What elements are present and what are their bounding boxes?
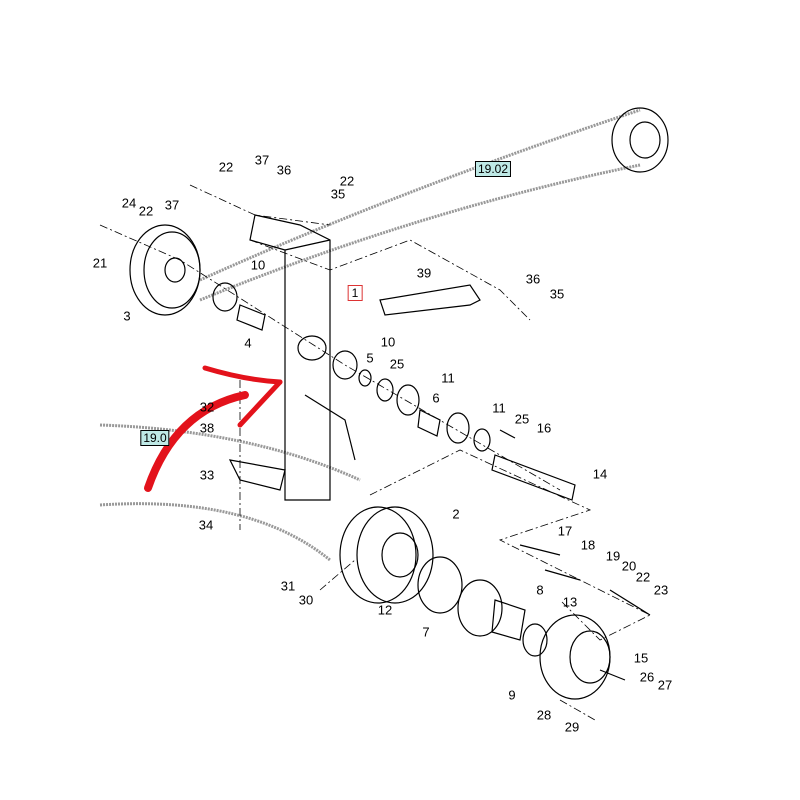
callout-9[interactable]: 9 — [508, 687, 516, 703]
callout-36[interactable]: 36 — [276, 162, 292, 178]
callout-33[interactable]: 33 — [199, 467, 215, 483]
callout-37[interactable]: 37 — [254, 152, 270, 168]
callout-32[interactable]: 32 — [199, 399, 215, 415]
callout-28[interactable]: 28 — [536, 707, 552, 723]
far-pulley — [611, 107, 669, 173]
hub-9 — [539, 614, 611, 700]
callout-14[interactable]: 14 — [592, 466, 608, 482]
frame-column — [249, 214, 331, 501]
callout-3[interactable]: 3 — [123, 308, 131, 324]
callout-25[interactable]: 25 — [514, 411, 530, 427]
reference-label-19-02[interactable]: 19.02 — [474, 161, 512, 177]
shaft-14 — [491, 454, 576, 501]
callout-27[interactable]: 27 — [657, 677, 673, 693]
main-part-label[interactable]: 1 — [347, 285, 363, 301]
callout-22[interactable]: 22 — [339, 173, 355, 189]
callout-34[interactable]: 34 — [198, 517, 214, 533]
callout-12[interactable]: 12 — [377, 602, 393, 618]
highlight-arrow — [144, 365, 283, 492]
callout-29[interactable]: 29 — [564, 719, 580, 735]
callout-22[interactable]: 22 — [138, 203, 154, 219]
callout-30[interactable]: 30 — [298, 592, 314, 608]
callout-10[interactable]: 10 — [380, 334, 396, 350]
callout-10[interactable]: 10 — [250, 257, 266, 273]
callout-11[interactable]: 11 — [441, 370, 455, 386]
callout-22[interactable]: 22 — [218, 159, 234, 175]
callout-4[interactable]: 4 — [244, 335, 252, 351]
callout-8[interactable]: 8 — [536, 582, 544, 598]
callout-7[interactable]: 7 — [422, 624, 430, 640]
callout-37[interactable]: 37 — [164, 197, 180, 213]
callout-19[interactable]: 19 — [605, 548, 621, 564]
callout-23[interactable]: 23 — [653, 582, 669, 598]
callout-39[interactable]: 39 — [416, 265, 432, 281]
callout-25[interactable]: 25 — [389, 356, 405, 372]
pulley-2 — [339, 506, 417, 604]
callout-20[interactable]: 20 — [621, 558, 637, 574]
callout-38[interactable]: 38 — [199, 420, 215, 436]
callout-22[interactable]: 22 — [635, 569, 651, 585]
callout-26[interactable]: 26 — [639, 669, 655, 685]
callout-31[interactable]: 31 — [280, 578, 296, 594]
callout-11[interactable]: 11 — [492, 400, 506, 416]
callout-5[interactable]: 5 — [366, 350, 374, 366]
belt-upper-return — [199, 163, 641, 302]
callout-24[interactable]: 24 — [121, 195, 137, 211]
callout-2[interactable]: 2 — [452, 506, 460, 522]
callout-16[interactable]: 16 — [536, 420, 552, 436]
belt-lower — [99, 423, 361, 482]
callout-35[interactable]: 35 — [330, 186, 346, 202]
callout-35[interactable]: 35 — [549, 286, 565, 302]
callout-36[interactable]: 36 — [525, 271, 541, 287]
callout-15[interactable]: 15 — [633, 650, 649, 666]
callout-17[interactable]: 17 — [557, 523, 573, 539]
callout-13[interactable]: 13 — [562, 594, 578, 610]
callout-18[interactable]: 18 — [580, 537, 596, 553]
belt-upper — [199, 108, 641, 282]
reference-label-19-0[interactable]: 19.0 — [140, 430, 170, 446]
callout-21[interactable]: 21 — [92, 255, 108, 271]
callout-6[interactable]: 6 — [432, 390, 440, 406]
